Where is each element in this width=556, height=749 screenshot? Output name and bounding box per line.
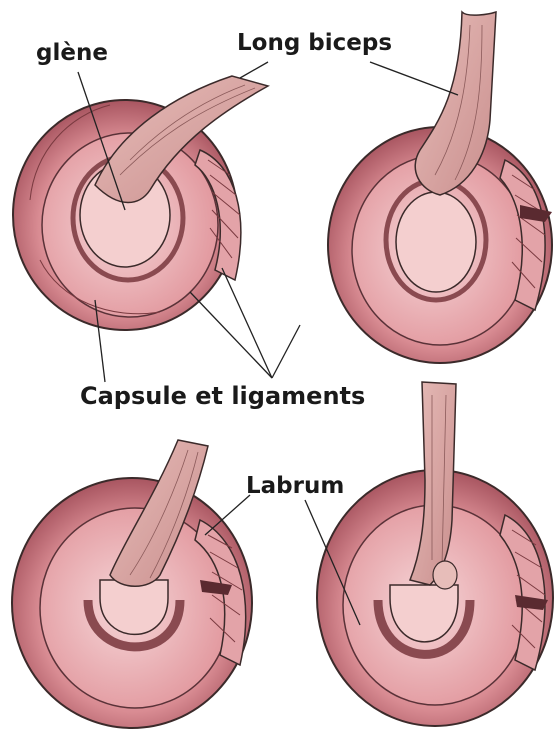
leader-capsule-3 [222,268,272,378]
view-bottom-right [317,382,553,726]
leader-capsule-4 [272,325,300,378]
glenoid-surface [396,192,476,292]
label-labrum: Labrum [246,473,344,499]
leader-biceps-right [370,62,458,95]
leader-biceps-left [240,62,268,78]
view-top-right [328,12,552,363]
view-top-left [13,76,268,330]
label-capsule-ligaments: Capsule et ligaments [80,382,365,410]
label-long-biceps: Long biceps [237,30,392,56]
view-bottom-left [12,440,252,728]
leader-capsule-2 [190,292,272,378]
tendon-knot [433,561,457,589]
label-glene: glène [36,40,108,66]
